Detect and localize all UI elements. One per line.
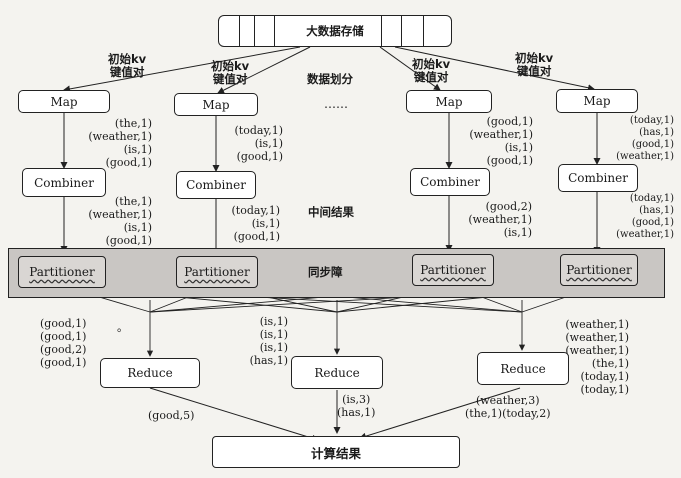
kv-pair: (good,2) (40, 343, 87, 356)
big-data-storage: 大数据存储 (218, 15, 452, 47)
kv-pair: (the,1) (591, 357, 629, 370)
kv-pair: (weather,1) (565, 318, 629, 331)
reduce-box-1: Reduce (100, 358, 200, 388)
reduce-output-2: (is,3)(has,1) (337, 393, 375, 419)
kv-pair: (is,1) (123, 143, 152, 156)
kv-pair: (good,1) (631, 139, 674, 150)
kv-pair: (good,1) (631, 217, 674, 228)
kv-pair: (good,1) (486, 115, 533, 128)
kv-pair: (weather,3) (475, 394, 540, 407)
kv-pair: (good,1) (40, 317, 87, 330)
combiner-output-3: (good,2)(weather,1)(is,1) (468, 200, 532, 239)
reduce-input-2: (is,1)(is,1)(is,1)(has,1) (250, 315, 288, 367)
partitioner-label-3: Partitioner (420, 263, 486, 277)
reduce-box-2: Reduce (291, 356, 383, 389)
split-label: 数据划分 (307, 72, 353, 86)
kv-pair: (today,1) (580, 370, 629, 383)
partitioner-label-1: Partitioner (29, 265, 95, 279)
map-output-1: (the,1)(weather,1)(is,1)(good,1) (88, 117, 152, 169)
kv-pair: (weather,1) (88, 208, 152, 221)
intermediate-label: 中间结果 (308, 205, 354, 219)
combiner-output-1: (the,1)(weather,1)(is,1)(good,1) (88, 195, 152, 247)
partitioner-label-4: Partitioner (566, 263, 632, 277)
kv-pair: (good,2) (485, 200, 532, 213)
kv-pair: (is,1) (503, 226, 532, 239)
combiner-box-4: Combiner (558, 164, 638, 192)
kv-pair: (is,1) (254, 137, 283, 150)
kv-pair: (good,1) (40, 356, 87, 369)
kv-pair: (weather,1) (616, 229, 674, 240)
kv-pair: (today,1) (234, 124, 283, 137)
stray-mark: 。 (117, 321, 128, 334)
partitioner-box-4: Partitioner (560, 254, 638, 286)
combiner-box-3: Combiner (410, 168, 490, 196)
barrier-label: 同步障 (308, 265, 343, 279)
reduce-input-3: (weather,1)(weather,1)(weather,1)(the,1)… (565, 318, 629, 396)
kv-pair: (is,1) (259, 315, 288, 328)
map-box-2: Map (174, 93, 258, 116)
map-box-1: Map (18, 90, 110, 113)
combiner-output-2: (today,1)(is,1)(good,1) (232, 204, 280, 243)
reduce-input-1: (good,1)(good,1)(good,2)(good,1) (40, 317, 86, 369)
kv-pair: (weather,1) (468, 213, 532, 226)
ellipsis: …… (324, 97, 348, 111)
kv-pair: (weather,1) (88, 130, 152, 143)
combiner-box-1: Combiner (22, 168, 106, 197)
kv-pair: (today,1) (629, 115, 674, 126)
combiner-output-4: (today,1)(has,1)(good,1)(weather,1) (616, 193, 674, 241)
kv-pair: (is,1) (259, 328, 288, 341)
map-box-4: Map (556, 89, 638, 113)
kv-pair: (today,1) (231, 204, 280, 217)
result-box: 计算结果 (212, 436, 460, 468)
kv-pair: (good,1) (236, 150, 283, 163)
combiner-box-2: Combiner (176, 171, 256, 199)
kv-pair: (weather,1) (565, 331, 629, 344)
partitioner-box-2: Partitioner (176, 256, 258, 288)
kv-pair: (weather,1) (616, 151, 674, 162)
reduce-output-3: (weather,3)(the,1)(today,2) (465, 394, 551, 420)
kv-pair: (today,1) (580, 383, 629, 396)
kv-pair: (is,1) (504, 141, 533, 154)
kv-pair: (is,1) (259, 341, 288, 354)
kv-pair: (is,3) (342, 393, 371, 406)
kv-pair: (good,1) (40, 330, 87, 343)
kv-pair: (has,1) (337, 406, 376, 419)
kv-pair: (the,1) (114, 117, 152, 130)
kv-pair: (today,1) (629, 193, 674, 204)
kv-pair: (the,1)(today,2) (465, 407, 551, 420)
partitioner-label-2: Partitioner (184, 265, 250, 279)
kv-pair: (good,1) (105, 234, 152, 247)
partitioner-box-3: Partitioner (412, 254, 494, 286)
sync-barrier (8, 248, 665, 298)
kv-pair: (good,1) (233, 230, 280, 243)
storage-title: 大数据存储 (289, 16, 381, 46)
kv-pair: (good,1) (105, 156, 152, 169)
kv-pair: (good,1) (486, 154, 533, 167)
kv-pair: (has,1) (249, 354, 288, 367)
kv-pair: (is,1) (123, 221, 152, 234)
kv-pair: (the,1) (114, 195, 152, 208)
partitioner-box-1: Partitioner (18, 256, 106, 288)
reduce-output-1: (good,5) (148, 409, 194, 422)
map-output-4: (today,1)(has,1)(good,1)(weather,1) (616, 115, 674, 163)
map-output-3: (good,1)(weather,1)(is,1)(good,1) (469, 115, 533, 167)
map-box-3: Map (406, 90, 492, 113)
reduce-box-3: Reduce (477, 352, 569, 385)
map-output-2: (today,1)(is,1)(good,1) (235, 124, 283, 163)
kv-pair: (weather,1) (565, 344, 629, 357)
kv-pair: (weather,1) (469, 128, 533, 141)
kv-pair: (has,1) (639, 205, 674, 216)
kv-pair: (is,1) (251, 217, 280, 230)
kv-pair: (good,5) (148, 409, 195, 422)
kv-pair: (has,1) (639, 127, 674, 138)
